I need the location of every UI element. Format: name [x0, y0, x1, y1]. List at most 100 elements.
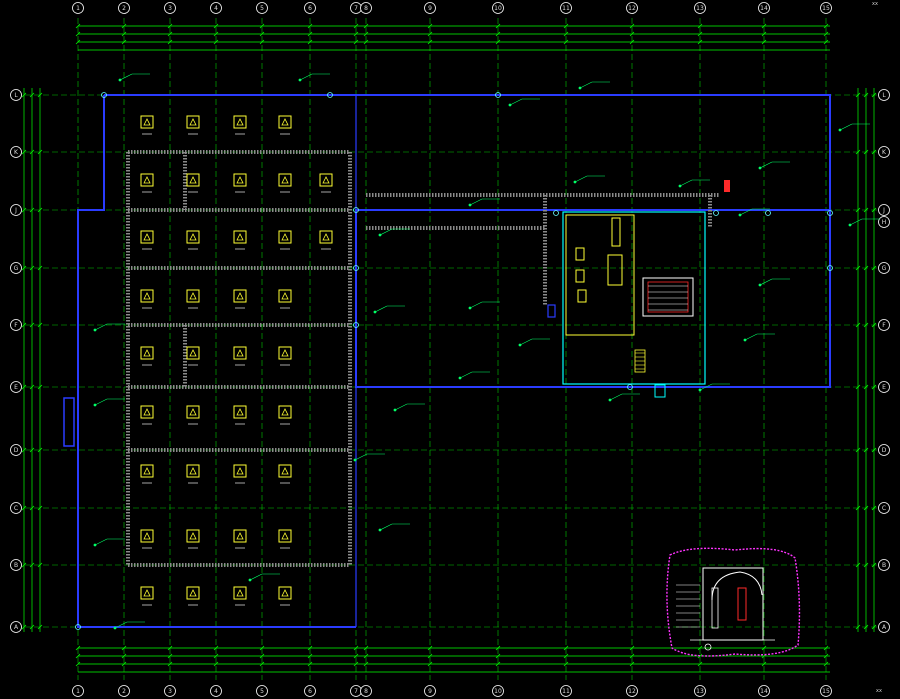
light-fixture — [233, 405, 247, 425]
dimension-tick — [167, 23, 173, 29]
leader-line — [94, 538, 108, 546]
bubble-circle — [820, 2, 832, 14]
light-fixture — [233, 230, 247, 250]
dimension-tick — [29, 322, 35, 328]
fixture-symbol — [281, 589, 289, 597]
grid-bubble-col-5: 5 — [256, 2, 268, 14]
grid-bubble-row-G-right: G — [878, 262, 890, 274]
dimension-tick — [37, 447, 43, 453]
dimension-tick — [823, 645, 829, 651]
dimension-tick — [855, 447, 861, 453]
leader-line — [469, 301, 483, 309]
leader-line — [94, 398, 108, 406]
dimension-tick — [563, 39, 569, 45]
grid-bubble-row-C-right: C — [878, 502, 890, 514]
light-fixture — [233, 289, 247, 309]
light-fixture — [186, 529, 200, 549]
light-fixture — [140, 346, 154, 366]
dimension-tick — [29, 505, 35, 511]
dimension-tick — [75, 653, 81, 659]
dimension-tick — [29, 447, 35, 453]
bubble-circle — [10, 559, 22, 571]
bubble-label: 6 — [308, 5, 312, 12]
dimension-tick — [629, 39, 635, 45]
leader-dot — [393, 408, 397, 412]
dimension-tick — [863, 447, 869, 453]
light-fixture — [186, 464, 200, 484]
bubble-circle — [878, 319, 890, 331]
fixture-box — [140, 464, 154, 478]
dimension-tick — [629, 23, 635, 29]
annotation-leader — [113, 621, 145, 630]
bubble-circle — [72, 2, 84, 14]
dimension-tick — [213, 23, 219, 29]
grid-bubble-col-8: 8 — [360, 685, 372, 697]
grid-bubble-col-9: 9 — [424, 2, 436, 14]
dimension-tick — [21, 505, 27, 511]
panel-cabinet — [607, 254, 623, 286]
fixture-symbol — [236, 467, 244, 475]
dimension-tick — [871, 447, 877, 453]
dimension-tick — [629, 645, 635, 651]
dimension-tick — [563, 23, 569, 29]
light-fixture — [186, 173, 200, 193]
equipment-room — [562, 180, 730, 398]
bubble-label: 10 — [494, 5, 502, 12]
grid-bubble-col-13: 13 — [694, 685, 706, 697]
grid-bubble-col-13: 13 — [694, 2, 706, 14]
bubble-circle — [560, 2, 572, 14]
dimension-tick — [167, 645, 173, 651]
annotation-leader — [458, 371, 490, 380]
leader-line — [354, 453, 368, 461]
bubble-circle — [304, 685, 316, 697]
leader-line — [119, 73, 133, 81]
annotation-leader — [608, 393, 640, 402]
fixture-symbol — [189, 118, 197, 126]
panel-cabinet — [577, 289, 587, 303]
bubble-label: 7 — [354, 5, 358, 12]
detail-post — [711, 587, 719, 629]
grid-bubble-col-7: 7 — [350, 2, 362, 14]
dimension-tick — [307, 23, 313, 29]
bubble-circle — [164, 685, 176, 697]
dimension-tick — [823, 661, 829, 667]
dimension-tick — [863, 384, 869, 390]
dimension-tick — [495, 39, 501, 45]
bubble-label: 3 — [168, 688, 172, 695]
dimension-tick — [363, 661, 369, 667]
bubble-label: 6 — [308, 688, 312, 695]
dimension-tick — [21, 447, 27, 453]
dimension-tick — [855, 322, 861, 328]
bubble-circle — [256, 2, 268, 14]
leader-line — [114, 621, 128, 629]
grid-bubble-row-F-left: F — [10, 319, 22, 331]
fixture-box — [140, 173, 154, 187]
fixture-box — [278, 289, 292, 303]
bubble-label: 4 — [214, 688, 218, 695]
grid-bubble-col-3: 3 — [164, 2, 176, 14]
grid-bubble-col-12: 12 — [626, 2, 638, 14]
fixture-box — [186, 586, 200, 600]
leader-dot — [373, 310, 377, 314]
bubble-label: 15 — [822, 688, 830, 695]
light-fixture — [186, 230, 200, 250]
dimension-tick — [697, 661, 703, 667]
light-fixture — [278, 115, 292, 135]
dimension-tick — [353, 653, 359, 659]
bubble-label: C — [882, 505, 886, 512]
light-fixture — [233, 346, 247, 366]
light-fixture — [278, 586, 292, 606]
dimension-tick — [823, 31, 829, 37]
dimension-tick — [563, 661, 569, 667]
bubble-circle — [256, 685, 268, 697]
light-fixture — [233, 464, 247, 484]
leader-line — [379, 228, 393, 236]
light-fixture — [278, 405, 292, 425]
dimension-tick — [427, 31, 433, 37]
annotation-leader — [378, 523, 410, 532]
fixture-symbol — [281, 176, 289, 184]
dimension-tick — [259, 645, 265, 651]
leader-line — [249, 573, 263, 581]
